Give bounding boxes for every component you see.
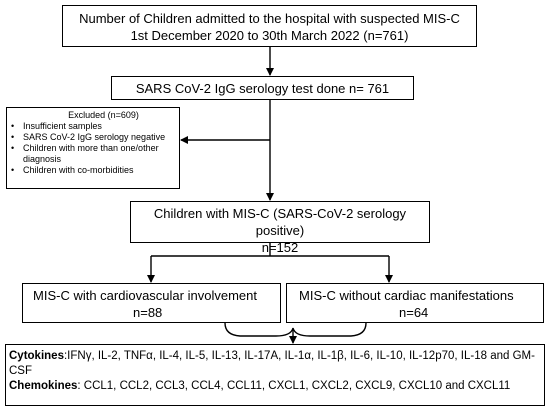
excluded-box: Excluded (n=609) Insufficient samples SA…	[6, 107, 180, 189]
cardiovascular-involvement-box: MIS-C with cardiovascular involvement n=…	[22, 283, 281, 323]
positive-count: n=152	[261, 240, 299, 255]
cytokines-label: Cytokines	[9, 350, 64, 362]
excluded-item: SARS CoV-2 IgG serology negative	[11, 132, 177, 143]
positive-title: Children with MIS-C (SARS-CoV-2 serology…	[153, 206, 407, 238]
nocardiac-title: MIS-C without cardiac manifestations	[299, 288, 514, 303]
cytokines-row: Cytokines:IFNγ, IL-2, TNFα, IL-4, IL-5, …	[9, 349, 541, 379]
cytokines-list: :IFNγ, IL-2, TNFα, IL-4, IL-5, IL-13, IL…	[9, 350, 535, 377]
cardio-count: n=88	[133, 305, 163, 320]
admitted-children-box: Number of Children admitted to the hospi…	[62, 5, 477, 47]
serology-positive-box: Children with MIS-C (SARS-CoV-2 serology…	[130, 201, 430, 255]
no-cardiac-manifestations-box: MIS-C without cardiac manifestations n=6…	[286, 283, 544, 323]
serology-text: SARS CoV-2 IgG serology test done n= 761	[135, 81, 390, 96]
markers-box: Cytokines:IFNγ, IL-2, TNFα, IL-4, IL-5, …	[5, 344, 545, 406]
nocardiac-count: n=64	[399, 305, 429, 320]
bracket-combine	[224, 322, 367, 337]
excluded-title: Excluded (n=609)	[68, 110, 139, 120]
excluded-item: Children with co-morbidities	[11, 165, 177, 176]
admitted-title: Number of Children admitted to the hospi…	[79, 11, 460, 26]
chemokines-list: : CCL1, CCL2, CCL3, CCL4, CCL11, CXCL1, …	[77, 380, 511, 392]
cardio-title: MIS-C with cardiovascular involvement	[33, 288, 257, 303]
serology-test-box: SARS CoV-2 IgG serology test done n= 761	[111, 76, 414, 100]
excluded-list: Insufficient samples SARS CoV-2 IgG sero…	[10, 121, 177, 176]
admitted-date-range: 1st December 2020 to 30th March 2022 (n=…	[130, 28, 409, 43]
excluded-item: Children with more than one/other diagno…	[11, 143, 177, 165]
excluded-item: Insufficient samples	[11, 121, 177, 132]
chemokines-row: Chemokines: CCL1, CCL2, CCL3, CCL4, CCL1…	[9, 379, 541, 394]
chemokines-label: Chemokines	[9, 380, 78, 392]
